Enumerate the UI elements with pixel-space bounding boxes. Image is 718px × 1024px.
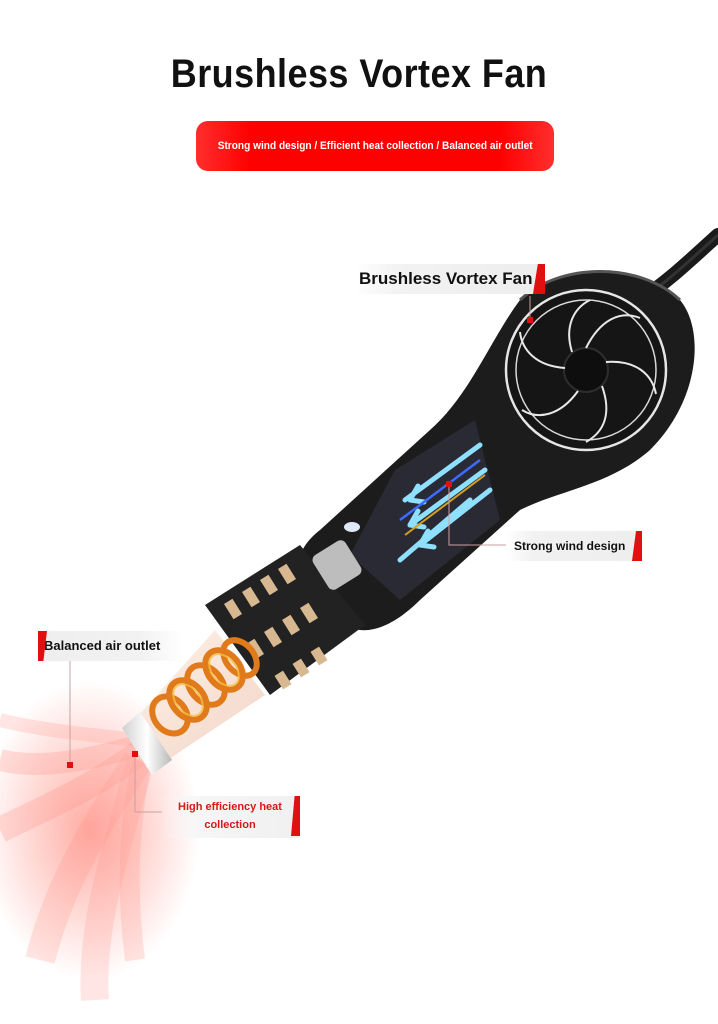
callout-outlet-accent xyxy=(38,631,47,661)
feature-banner-text: Strong wind design / Efficient heat coll… xyxy=(217,140,533,152)
vortex-fan-icon xyxy=(504,288,668,452)
callout-heat-line1: High efficiency heat xyxy=(178,801,282,813)
page-title: Brushless Vortex Fan xyxy=(170,52,548,96)
callout-heat-accent xyxy=(291,796,300,836)
callout-fan: Brushless Vortex Fan xyxy=(355,264,545,294)
callout-leaders xyxy=(69,296,531,813)
callout-dots xyxy=(67,317,533,768)
nozzle-collar xyxy=(205,540,365,695)
callout-outlet-label: Balanced air outlet xyxy=(44,638,161,653)
callout-fan-accent xyxy=(533,264,545,294)
heating-coil-icon xyxy=(149,637,260,737)
callout-outlet: Balanced air outlet xyxy=(38,631,184,661)
callout-heat-line2: collection xyxy=(204,819,256,831)
callout-wind-accent xyxy=(632,531,642,561)
heating-tube xyxy=(122,630,265,775)
callout-fan-label: Brushless Vortex Fan xyxy=(359,269,533,288)
callout-heat: High efficiency heat collection xyxy=(160,796,300,838)
callout-wind: Strong wind design xyxy=(506,531,642,561)
callout-wind-label: Strong wind design xyxy=(514,539,626,553)
airflow-arrows-icon xyxy=(397,442,493,563)
airflow-window xyxy=(344,420,500,600)
feature-banner: Strong wind design / Efficient heat coll… xyxy=(196,121,554,171)
